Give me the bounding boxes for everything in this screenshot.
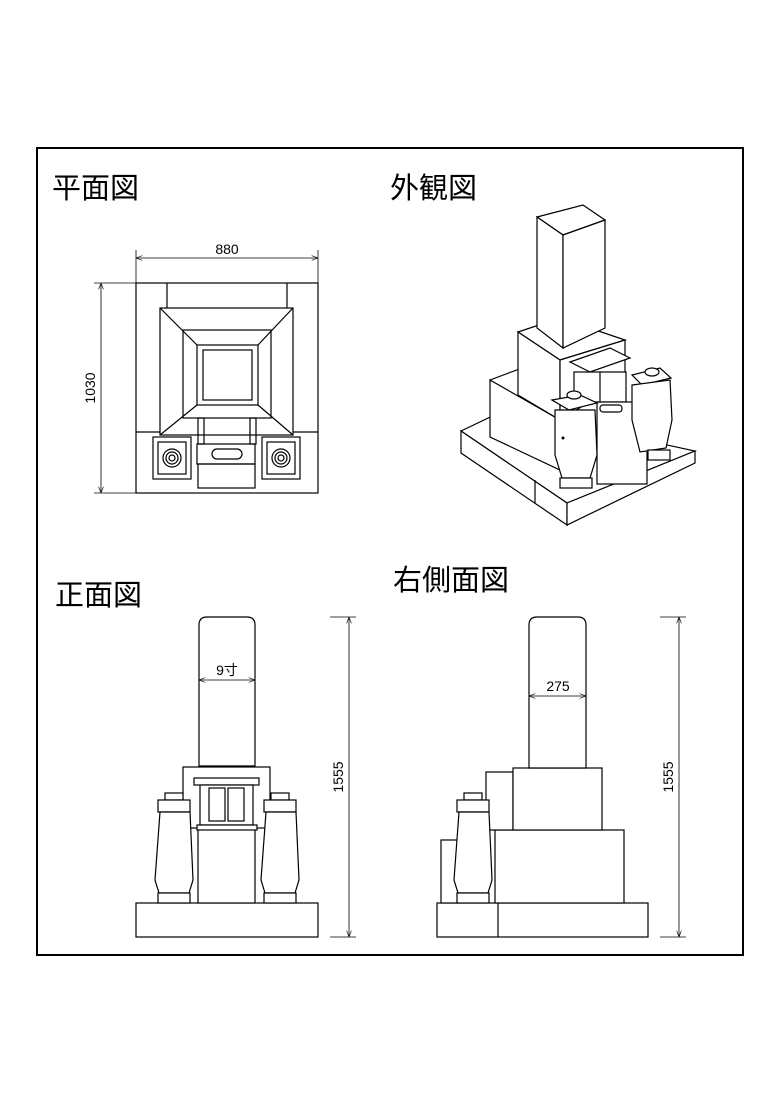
dimension-plan-depth: 1030 xyxy=(82,372,98,403)
plan-view: 880 1030 xyxy=(82,241,319,494)
dimension-plan-width: 880 xyxy=(215,241,239,257)
dimension-front-pillar-width: 9寸 xyxy=(216,662,238,678)
front-view: 9寸 1555 xyxy=(135,616,356,938)
title-perspective: 外観図 xyxy=(390,171,477,205)
dimension-side-height: 1555 xyxy=(660,761,676,792)
title-right-side: 右側面図 xyxy=(393,563,509,597)
dimension-front-height: 1555 xyxy=(330,761,346,792)
vase-right xyxy=(260,792,300,904)
vase-side xyxy=(453,792,493,904)
title-front: 正面図 xyxy=(55,578,142,612)
dimension-side-pillar-width: 275 xyxy=(546,678,570,694)
vase-left xyxy=(154,792,194,904)
right-side-view: 275 1555 xyxy=(436,616,686,938)
perspective-view xyxy=(459,204,698,527)
drawing-frame xyxy=(36,147,744,956)
title-plan: 平面図 xyxy=(52,171,139,205)
